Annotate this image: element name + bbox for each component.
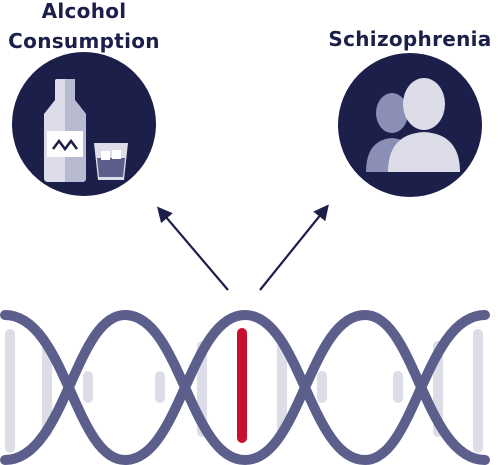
- alcohol-label-line1: Alcohol: [41, 0, 127, 23]
- arrow-to-schizophrenia: [259, 204, 329, 291]
- arrow-to-alcohol: [157, 206, 229, 291]
- whiskey-glass-icon: [94, 143, 128, 180]
- schizophrenia-label: Schizophrenia: [328, 27, 492, 51]
- schizophrenia-circle: [338, 53, 482, 197]
- alcohol-label-line2: Consumption: [8, 29, 160, 53]
- alcohol-bottle-icon: [44, 79, 86, 182]
- alcohol-consumption-label: Alcohol Consumption: [0, 0, 168, 56]
- people-silhouette-icon: [366, 78, 460, 172]
- alcohol-icon-group: [12, 52, 156, 196]
- dna-strand-2: [0, 309, 490, 465]
- schizophrenia-icon-group: [338, 53, 482, 197]
- dna-helix-icon: [0, 309, 490, 465]
- dna-strand-1: [0, 309, 490, 465]
